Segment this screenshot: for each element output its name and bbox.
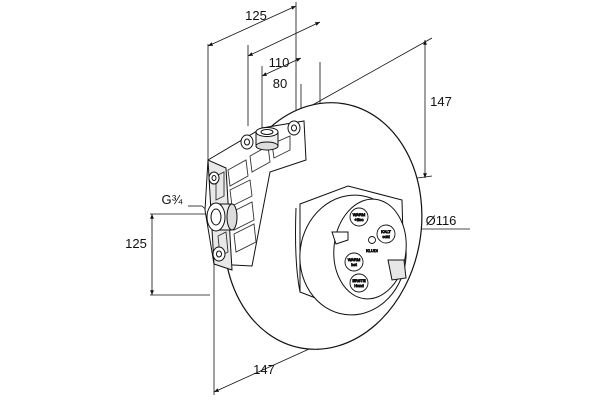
button-top-sub: +Eco — [354, 217, 364, 222]
dimension-labels: 125 110 80 147 Ø116 G¾ 125 147 — [125, 8, 456, 377]
dim-label-125-top: 125 — [245, 8, 267, 23]
button-top-label: WARM — [353, 212, 366, 217]
button-left-label: WARM — [348, 257, 361, 262]
dim-label-147-bottom: 147 — [253, 362, 275, 377]
left-connection — [206, 202, 238, 232]
dim-line-147-bottom — [213, 344, 319, 393]
control-buttons: WARM +Eco KALT cold WARM hot ERSTE Hand … — [344, 207, 396, 293]
button-right: KALT cold — [376, 224, 396, 244]
brand-label: KLUDI — [366, 248, 378, 253]
dim-label-diameter: Ø116 — [426, 213, 457, 228]
center-knob — [368, 236, 376, 244]
dim-label-80: 80 — [273, 76, 287, 91]
button-bottom: ERSTE Hand — [349, 273, 369, 293]
button-right-label: KALT — [381, 229, 391, 234]
button-top: WARM +Eco — [349, 207, 369, 227]
button-bottom-label: ERSTE — [352, 278, 366, 283]
button-left-sub: hot — [351, 262, 357, 267]
dim-label-147-right: 147 — [430, 94, 452, 109]
dim-label-110: 110 — [269, 55, 290, 70]
button-left: WARM hot — [344, 252, 364, 272]
dim-label-125-left: 125 — [125, 236, 147, 251]
top-connection — [255, 127, 279, 151]
button-right-sub: cold — [382, 234, 389, 239]
dim-line-80 — [261, 57, 302, 77]
dim-line-110 — [247, 21, 321, 57]
dim-label-thread: G¾ — [162, 192, 183, 207]
button-bottom-sub: Hand — [354, 283, 364, 288]
